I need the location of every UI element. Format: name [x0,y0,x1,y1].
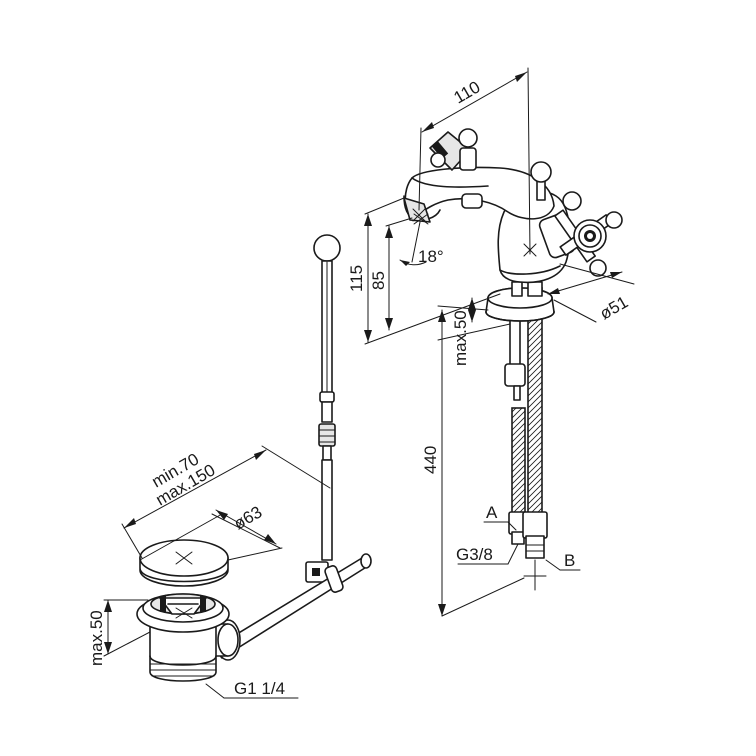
faucet-dimensions: 110 115 85 18° ø51 max.50 [347,67,635,617]
hose-b [522,287,548,559]
faucet-assembly [403,128,623,559]
dim-spout-clearance: 85 [369,271,388,290]
dim-spout-height: 115 [347,265,366,292]
dim-inlet-thread: G3/8 [456,545,493,564]
callout-hose-a: A [486,503,498,522]
dim-body-width: 110 [451,77,484,107]
handle-right-cross [538,191,623,277]
dim-escutcheon-diameter: ø51 [597,292,632,323]
dim-mount-thickness-waste: max.50 [87,610,106,666]
dim-spout-angle: 18° [418,247,444,266]
pop-up-rod-assembly [305,234,341,583]
handle-left-rear [429,128,478,171]
callout-hose-b: B [564,551,575,570]
faucet-body [403,166,571,284]
dim-waste-thread: G1 1/4 [234,679,285,698]
dim-waste-diameter: ø63 [231,502,266,533]
dim-hose-length: 440 [421,446,440,474]
mounting-plate [485,281,555,322]
pop-up-knob [461,161,552,209]
dim-mount-thickness-faucet: max.50 [451,310,470,366]
faucet-pull-rod [504,289,526,401]
waste-assembly [136,539,372,682]
